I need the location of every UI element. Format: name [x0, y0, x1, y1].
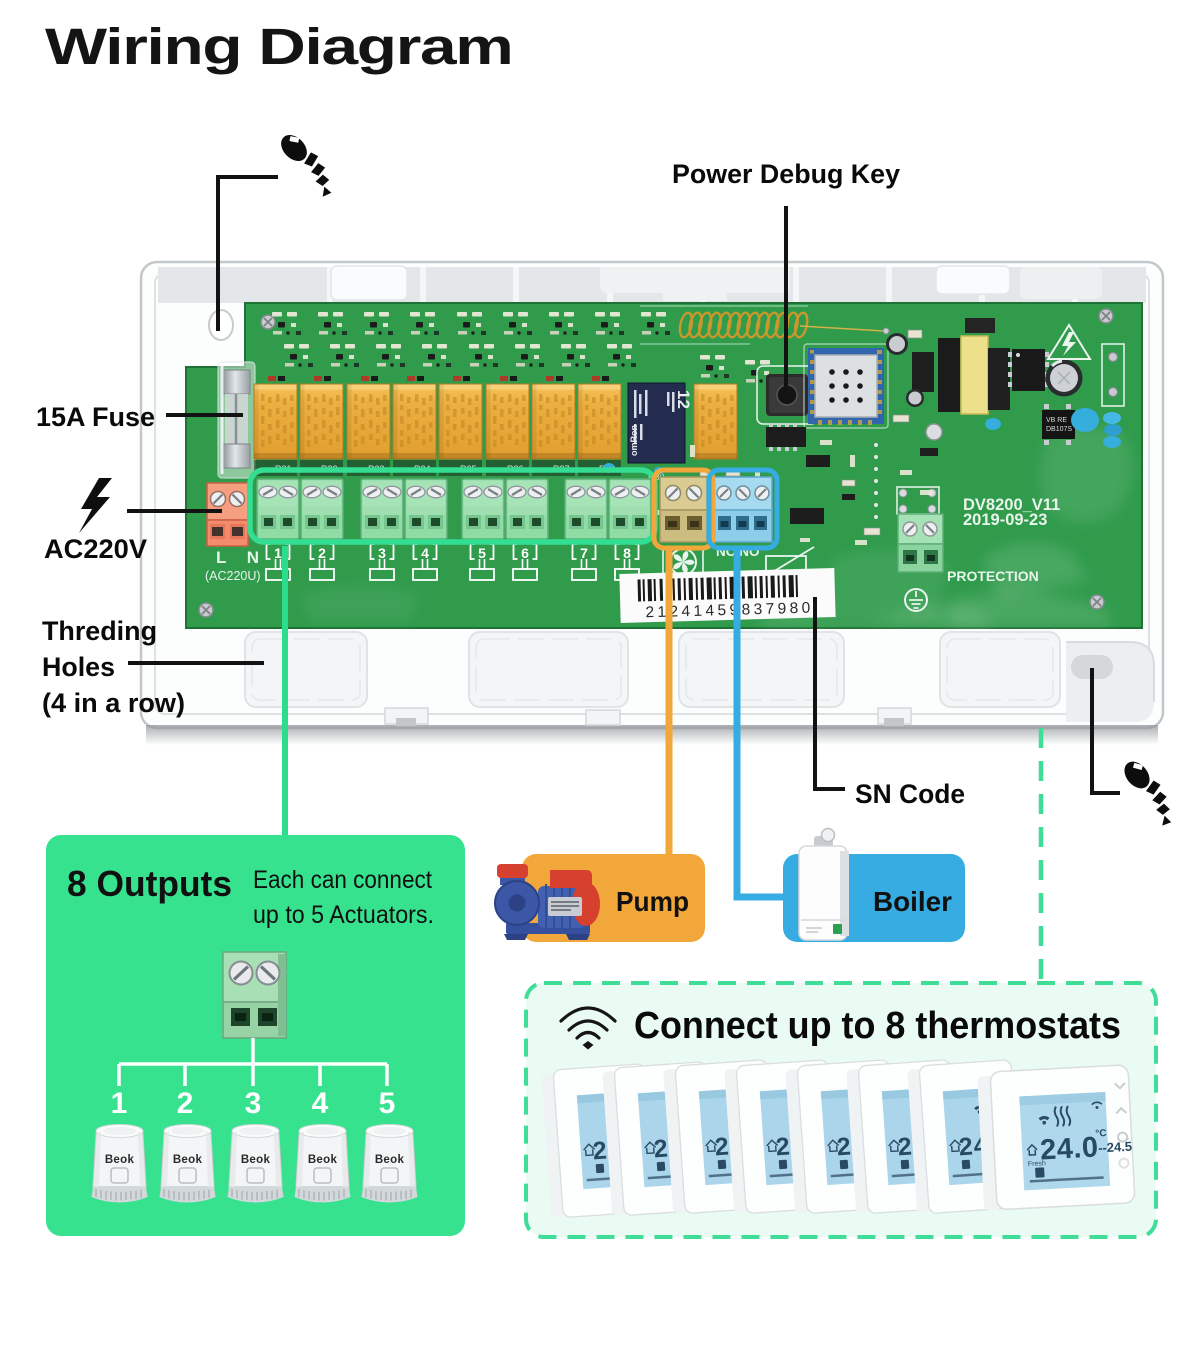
svg-text:°C: °C	[1095, 1128, 1107, 1140]
svg-text:L N: L N	[216, 548, 267, 567]
svg-text:Threding: Threding	[42, 616, 157, 646]
svg-text:Fresh: Fresh	[1028, 1160, 1046, 1168]
svg-text:Connect up to 8 thermostats: Connect up to 8 thermostats	[634, 1005, 1121, 1047]
svg-text:Each can connect: Each can connect	[253, 866, 432, 894]
svg-text:4: 4	[421, 545, 429, 561]
svg-text:8 Outputs: 8 Outputs	[67, 863, 232, 904]
svg-text:(4 in a row): (4 in a row)	[42, 688, 185, 718]
svg-text:2019-09-23: 2019-09-23	[963, 511, 1047, 529]
svg-text:VB RE: VB RE	[1046, 417, 1067, 424]
svg-text:Wiring Diagram: Wiring Diagram	[45, 19, 513, 75]
svg-text:PROTECTION: PROTECTION	[947, 568, 1039, 584]
svg-text:omRon: omRon	[629, 425, 639, 456]
svg-text:up to 5 Actuators.: up to 5 Actuators.	[253, 901, 434, 929]
svg-text:5: 5	[379, 1087, 396, 1120]
svg-text:24.0: 24.0	[1039, 1131, 1099, 1166]
svg-text:°: °	[1126, 1136, 1130, 1145]
svg-text:4: 4	[312, 1087, 329, 1120]
svg-text:21241459837980: 21241459837980	[645, 600, 814, 622]
svg-text:3: 3	[378, 545, 386, 561]
svg-text:--24.5: --24.5	[1098, 1139, 1133, 1156]
svg-text:2: 2	[177, 1087, 194, 1120]
svg-text:Boiler: Boiler	[873, 886, 952, 917]
svg-text:SN Code: SN Code	[855, 779, 965, 809]
svg-text:1: 1	[111, 1087, 128, 1120]
svg-text:3: 3	[245, 1087, 262, 1120]
svg-text:5: 5	[478, 545, 486, 561]
svg-text:Power Debug Key: Power Debug Key	[672, 159, 900, 189]
svg-text:2: 2	[318, 545, 326, 561]
svg-text:DB107S: DB107S	[1046, 426, 1072, 433]
svg-text:15A Fuse: 15A Fuse	[36, 402, 155, 432]
svg-text:8: 8	[623, 545, 631, 561]
svg-text:6: 6	[521, 545, 529, 561]
svg-text:Holes: Holes	[42, 652, 115, 682]
svg-text:AC220V: AC220V	[44, 534, 147, 564]
svg-text:Pump: Pump	[616, 886, 689, 917]
svg-text:(AC220U): (AC220U)	[205, 569, 261, 583]
svg-text:12: 12	[674, 390, 693, 409]
svg-text:7: 7	[580, 545, 588, 561]
svg-text:1: 1	[274, 545, 282, 561]
svg-text:DV8200_V11: DV8200_V11	[963, 496, 1060, 514]
